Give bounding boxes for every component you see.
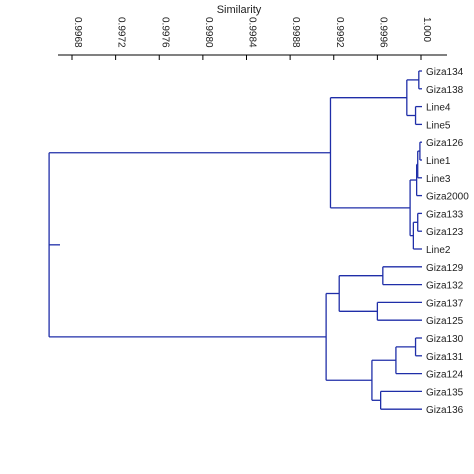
axis-ticks: 0.9968 0.9972 0.9976 0.9980 0.9984 0.9988 0.99… [71, 17, 432, 60]
leaf-label: Giza133 [426, 209, 464, 220]
axis-tick-label: 1.000 [421, 17, 432, 42]
leaf-label: Giza124 [426, 370, 464, 381]
leaf-label: Giza2000 [426, 192, 469, 203]
axis-tick-label: 0.9984 [247, 17, 258, 48]
leaf-label: Line1 [426, 156, 451, 167]
leaf-label: Giza126 [426, 138, 464, 149]
leaf-label: Giza129 [426, 263, 464, 274]
axis-tick-label: 0.9976 [159, 17, 170, 48]
leaf-label: Giza125 [426, 316, 464, 327]
leaf-label: Giza131 [426, 352, 464, 363]
axis-tick-label: 0.9996 [377, 17, 388, 48]
leaf-label: Line5 [426, 120, 451, 131]
branches [48, 70, 422, 410]
axis-tick-label: 0.9988 [290, 17, 301, 48]
leaf-label: Giza123 [426, 227, 464, 238]
axis-title: Similarity [217, 4, 262, 16]
leaf-label: Giza135 [426, 387, 464, 398]
axis-tick-label: 0.9968 [72, 17, 83, 48]
leaf-label: Giza134 [426, 67, 464, 78]
leaf-label: Giza136 [426, 405, 464, 416]
leaf-label: Giza138 [426, 85, 464, 96]
axis-tick-label: 0.9972 [116, 17, 127, 48]
leaf-label: Giza132 [426, 281, 464, 292]
leaf-label: Giza130 [426, 334, 464, 345]
leaf-label: Line4 [426, 103, 451, 114]
leaf-label: Line2 [426, 245, 451, 256]
leaf-labels: Giza134Giza138Line4Line5Giza126Line1Line… [426, 67, 469, 416]
leaf-label: Giza137 [426, 298, 464, 309]
leaf-label: Line3 [426, 174, 451, 185]
axis-tick-label: 0.9980 [203, 17, 214, 48]
axis-tick-label: 0.9992 [334, 17, 345, 48]
